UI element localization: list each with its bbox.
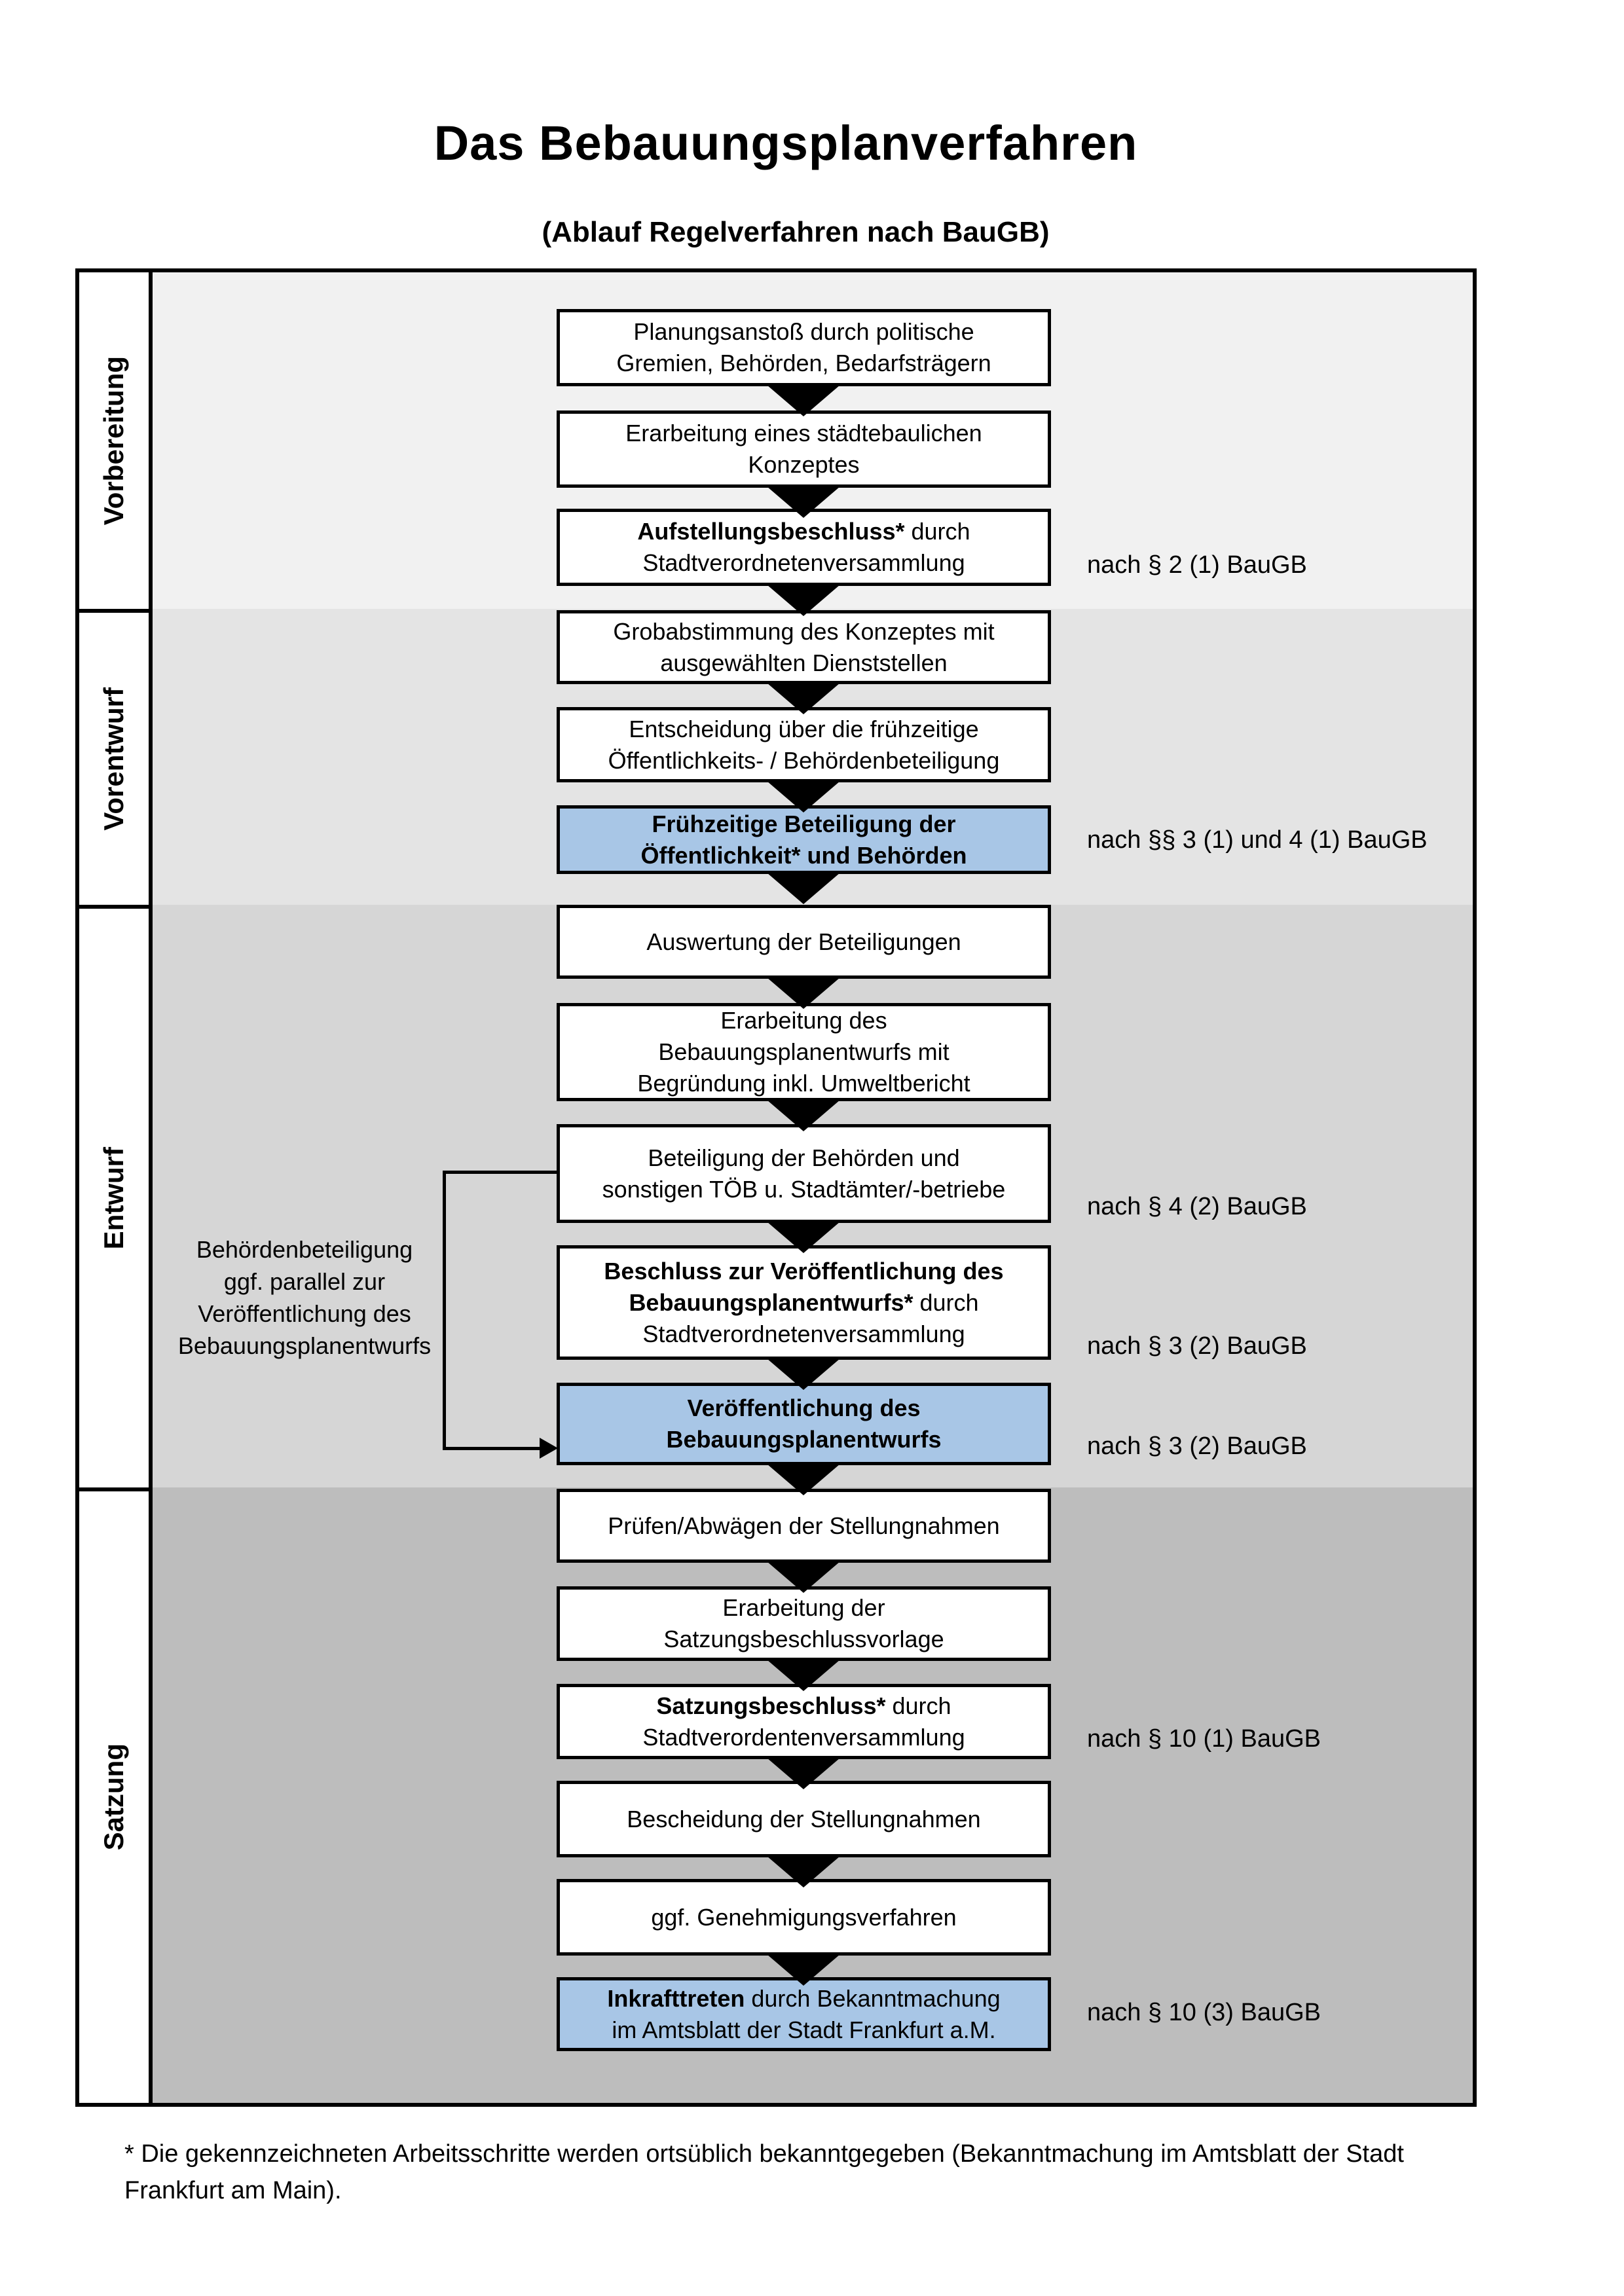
footnote: * Die gekennzeichneten Arbeitsschritte w… (124, 2136, 1539, 2209)
phase-label-vorbereitung: Vorbereitung (98, 355, 129, 526)
down-arrow-icon (767, 1954, 840, 1986)
flow-step-planungsanstoss: Planungsanstoß durch politische Gremien,… (557, 309, 1051, 386)
legal-ref: nach § 10 (1) BauGB (1087, 1725, 1321, 1753)
connector-vertical-line (443, 1171, 446, 1450)
down-arrow-icon (767, 1222, 840, 1253)
flow-step-fruehzeitige-beteiligung: Frühzeitige Beteiligung der Öffentlichke… (557, 805, 1051, 874)
down-arrow-icon (767, 1856, 840, 1887)
flow-step-konzept-erarbeitung: Erarbeitung eines städtebaulichen Konzep… (557, 410, 1051, 488)
phase-divider (79, 905, 153, 909)
phase-divider (79, 609, 153, 613)
flow-step-pruefen-abwaegen: Prüfen/Abwägen der Stellungnahmen (557, 1489, 1051, 1563)
flow-step-bescheidung: Bescheidung der Stellungnahmen (557, 1781, 1051, 1857)
flow-step-grobabstimmung: Grobabstimmung des Konzeptes mit ausgewä… (557, 610, 1051, 684)
phase-cell-vorbereitung: Vorbereitung (79, 272, 149, 609)
side-note-line: Bebauungsplanentwurfs (177, 1332, 432, 1359)
footnote-line: Frankfurt am Main). (124, 2177, 342, 2204)
flow-step-behoerden-beteiligung: Beteiligung der Behörden und sonstigen T… (557, 1124, 1051, 1223)
side-note-parallel-beteiligung: Behördenbeteiligung ggf. parallel zur Ve… (174, 1233, 435, 1362)
flow-step-aufstellungsbeschluss: Aufstellungsbeschluss* durch Stadtverord… (557, 509, 1051, 586)
connector-bottom-line (443, 1447, 542, 1450)
side-note-line: Veröffentlichung des (198, 1300, 411, 1327)
legal-ref: nach § 10 (3) BauGB (1087, 1999, 1321, 2026)
legal-ref: nach §§ 3 (1) und 4 (1) BauGB (1087, 826, 1428, 854)
connector-top-line (443, 1171, 560, 1174)
phase-label-column: Vorbereitung Vorentwurf Entwurf Satzung (79, 272, 153, 2103)
phase-cell-entwurf: Entwurf (79, 909, 149, 1487)
down-arrow-icon (767, 385, 840, 416)
flow-step-satzungsbeschlussvorlage: Erarbeitung der Satzungsbeschlussvorlage (557, 1586, 1051, 1661)
down-arrow-icon (767, 486, 840, 518)
legal-ref: nach § 3 (2) BauGB (1087, 1332, 1307, 1360)
side-note-line: Behördenbeteiligung (196, 1236, 413, 1263)
flow-step-veroeffentlichungs-beschluss: Beschluss zur Veröffentlichung des Bebau… (557, 1245, 1051, 1360)
page-subtitle: (Ablauf Regelverfahren nach BauGB) (542, 216, 1050, 248)
flow-step-inkrafttreten: Inkrafttreten durch Bekanntmachung im Am… (557, 1977, 1051, 2051)
down-arrow-icon (767, 1758, 840, 1789)
down-arrow-icon (767, 585, 840, 616)
down-arrow-icon (767, 1100, 840, 1131)
phase-cell-satzung: Satzung (79, 1491, 149, 2103)
down-arrow-icon (767, 1561, 840, 1593)
flow-step-entwurf-erarbeitung: Erarbeitung des Bebauungsplanentwurfs mi… (557, 1003, 1051, 1101)
phase-label-satzung: Satzung (98, 1743, 129, 1851)
phase-column-border (149, 272, 153, 2103)
phase-divider (79, 1487, 153, 1491)
flow-step-genehmigungsverfahren: ggf. Genehmigungsverfahren (557, 1879, 1051, 1956)
flow-step-auswertung: Auswertung der Beteiligungen (557, 905, 1051, 979)
phase-cell-vorentwurf: Vorentwurf (79, 613, 149, 905)
phase-label-vorentwurf: Vorentwurf (98, 687, 129, 831)
down-arrow-icon (767, 1660, 840, 1691)
down-arrow-icon (767, 1358, 840, 1390)
legal-ref: nach § 2 (1) BauGB (1087, 551, 1307, 579)
down-arrow-icon (767, 1464, 840, 1495)
connector-arrowhead-icon (540, 1438, 558, 1459)
down-arrow-icon (767, 873, 840, 904)
flow-step-satzungsbeschluss: Satzungsbeschluss* durch Stadtverordente… (557, 1684, 1051, 1759)
phase-label-entwurf: Entwurf (98, 1146, 129, 1250)
down-arrow-icon (767, 781, 840, 812)
footnote-line: * Die gekennzeichneten Arbeitsschritte w… (124, 2140, 1404, 2168)
legal-ref: nach § 3 (2) BauGB (1087, 1432, 1307, 1460)
legal-ref: nach § 4 (2) BauGB (1087, 1193, 1307, 1220)
flow-step-entscheidung-beteiligung: Entscheidung über die frühzeitige Öffent… (557, 707, 1051, 782)
page-title: Das Bebauungsplanverfahren (434, 116, 1138, 170)
side-note-line: ggf. parallel zur (223, 1268, 386, 1295)
down-arrow-icon (767, 683, 840, 714)
down-arrow-icon (767, 977, 840, 1009)
flow-step-veroeffentlichung: Veröffentlichung des Bebauungsplanentwur… (557, 1383, 1051, 1465)
